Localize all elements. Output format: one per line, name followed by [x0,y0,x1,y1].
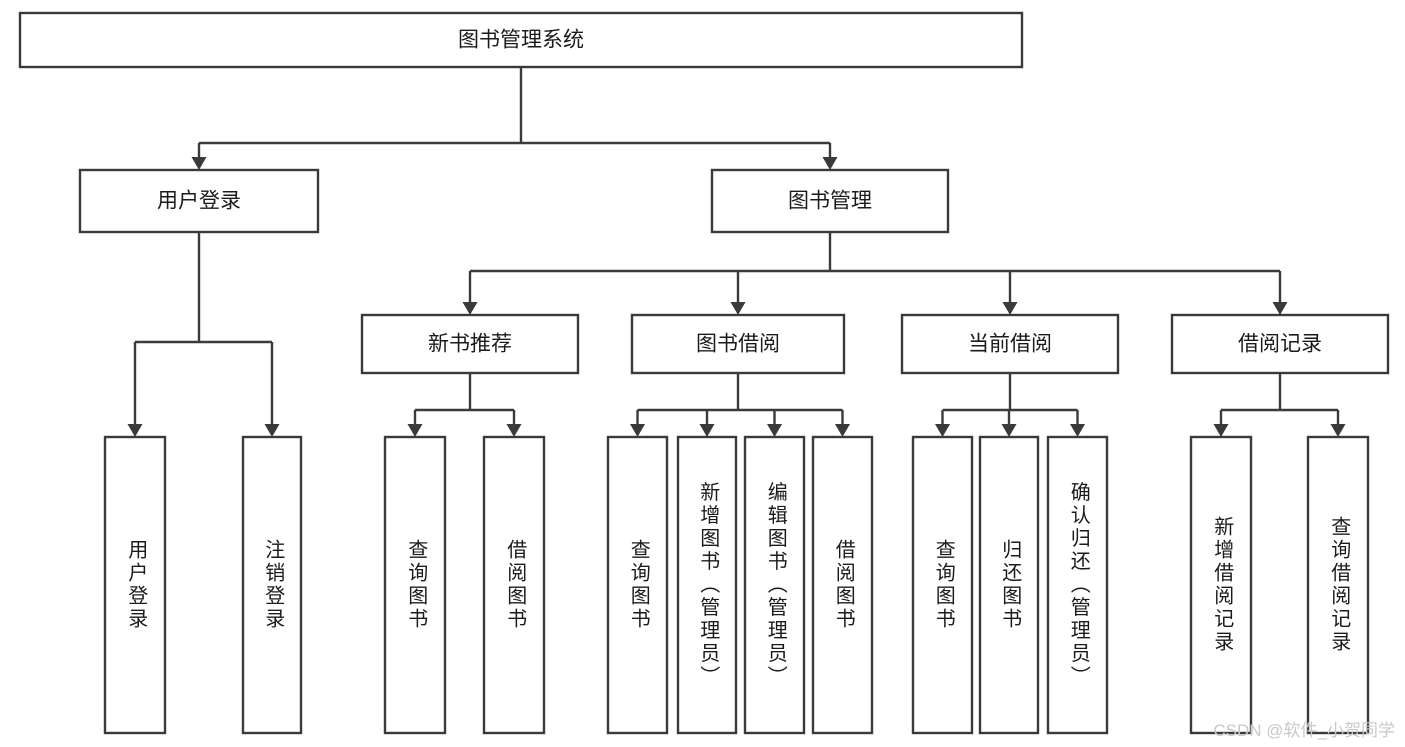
node-label: 编辑图书（管理员） [764,481,787,688]
node-label: 归还图书 [999,539,1022,631]
node-box[interactable] [978,435,1040,735]
leafgroup-2-to-leaf-3-arrowhead [835,424,850,437]
leafgroup-0-to-leaf-0-arrowhead [127,424,143,437]
leaf-node-node-5-新增图书管理员[interactable]: 新增图书（管理员） [676,435,738,735]
node-box[interactable] [383,435,447,735]
node-label: 新增图书（管理员） [697,481,720,688]
leafgroup-1-to-leaf-0-arrowhead [407,424,423,437]
leaf-node-node-9-归还图书[interactable]: 归还图书 [978,435,1040,735]
root-to-l2-0-arrowhead [191,157,207,170]
level3-node-图书借阅[interactable]: 图书借阅 [630,313,846,375]
node-box[interactable] [1306,435,1370,735]
leaf-node-node-10-确认归还管理员[interactable]: 确认归还（管理员） [1046,435,1109,735]
leaf-node-node-11-新增借阅记录[interactable]: 新增借阅记录 [1189,435,1253,735]
node-box[interactable] [630,313,846,375]
mgmt-to-l3-2-arrowhead [1002,302,1018,315]
node-label: 用户登录 [125,539,148,631]
leaf-node-node-4-查询图书[interactable]: 查询图书 [606,435,669,735]
node-label: 借阅记录 [1238,333,1322,356]
leaf-node-node-6-编辑图书管理员[interactable]: 编辑图书（管理员） [743,435,806,735]
node-label: 借阅图书 [832,539,855,631]
node-box[interactable] [900,313,1120,375]
leafgroup-4-to-leaf-1-arrowhead [1330,424,1346,437]
mgmt-to-l3-3-arrowhead [1272,302,1288,315]
leafgroup-3-to-leaf-0-arrowhead [935,424,950,437]
leaf-node-node-12-查询借阅记录[interactable]: 查询借阅记录 [1306,435,1370,735]
level2-node-用户登录[interactable]: 用户登录 [78,168,320,234]
node-label: 查询借阅记录 [1328,516,1351,654]
node-box[interactable] [1170,313,1390,375]
leaf-node-node-3-借阅图书[interactable]: 借阅图书 [482,435,546,735]
node-layer: 图书管理系统用户登录图书管理新书推荐图书借阅当前借阅借阅记录用户登录注销登录查询… [18,11,1390,735]
node-label: 图书管理系统 [458,29,584,52]
node-label: 新增借阅记录 [1211,516,1234,654]
level3-node-新书推荐[interactable]: 新书推荐 [360,313,580,375]
node-box[interactable] [482,435,546,735]
leaf-node-node-2-查询图书[interactable]: 查询图书 [383,435,447,735]
root-to-l2-1-arrowhead [822,157,838,170]
leafgroup-1-to-leaf-1-arrowhead [506,424,522,437]
node-box[interactable] [676,435,738,735]
node-box[interactable] [606,435,669,735]
level3-node-当前借阅[interactable]: 当前借阅 [900,313,1120,375]
node-box[interactable] [743,435,806,735]
node-label: 注销登录 [262,539,285,631]
leaf-node-node-7-借阅图书[interactable]: 借阅图书 [811,435,874,735]
leafgroup-2-to-leaf-1-arrowhead [699,424,715,437]
node-label: 确认归还（管理员） [1067,481,1090,688]
node-box[interactable] [1189,435,1253,735]
node-label: 图书管理 [788,190,872,213]
root-node-图书管理系统[interactable]: 图书管理系统 [18,11,1024,69]
node-box[interactable] [710,168,950,234]
leafgroup-3-to-leaf-1-arrowhead [1001,424,1017,437]
leafgroup-0-to-leaf-1-arrowhead [264,424,280,437]
node-box[interactable] [360,313,580,375]
node-box[interactable] [18,11,1024,69]
leaf-node-node-0-用户登录[interactable]: 用户登录 [103,435,167,735]
level2-node-图书管理[interactable]: 图书管理 [710,168,950,234]
node-label: 用户登录 [157,190,241,213]
node-box[interactable] [911,435,974,735]
level3-node-借阅记录[interactable]: 借阅记录 [1170,313,1390,375]
node-box[interactable] [78,168,320,234]
leaf-node-node-1-注销登录[interactable]: 注销登录 [241,435,303,735]
csdn-watermark: CSDN @软件_小贺同学 [1213,721,1395,740]
mgmt-to-l3-0-arrowhead [462,302,478,315]
node-label: 图书借阅 [696,333,780,356]
node-box[interactable] [1046,435,1109,735]
leafgroup-2-to-leaf-0-arrowhead [630,424,645,437]
node-label: 借阅图书 [504,539,527,631]
node-label: 查询图书 [405,539,428,631]
node-box[interactable] [241,435,303,735]
node-box[interactable] [811,435,874,735]
leaf-node-node-8-查询图书[interactable]: 查询图书 [911,435,974,735]
leafgroup-4-to-leaf-0-arrowhead [1213,424,1229,437]
node-label: 当前借阅 [968,333,1052,356]
leafgroup-3-to-leaf-2-arrowhead [1070,424,1085,437]
node-box[interactable] [103,435,167,735]
node-label: 新书推荐 [428,333,512,356]
mgmt-to-l3-1-arrowhead [730,302,746,315]
node-label: 查询图书 [932,539,955,631]
leafgroup-2-to-leaf-2-arrowhead [767,424,782,437]
node-label: 查询图书 [627,539,650,631]
connector-layer [127,67,1346,437]
